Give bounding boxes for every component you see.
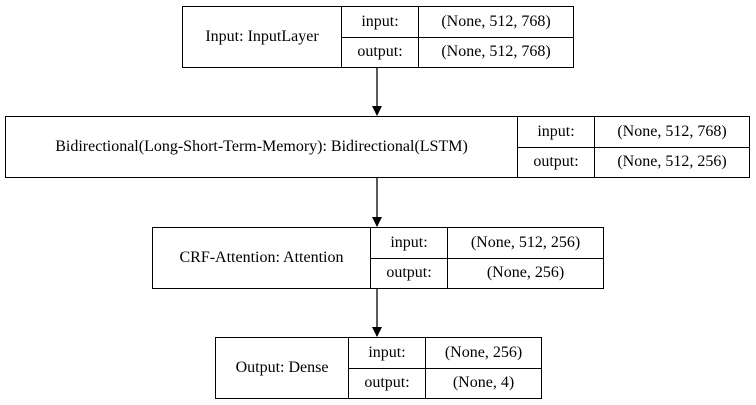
output-label: output: (518, 147, 595, 177)
output-label: output: (342, 37, 419, 67)
input-label: input: (518, 117, 595, 147)
layer-node-attention: CRF-Attention: Attention input: (None, 5… (152, 227, 604, 289)
layer-node-bilstm: Bidirectional(Long-Short-Term-Memory): B… (5, 116, 750, 178)
output-row: output: (None, 4) (349, 367, 541, 398)
layer-name: Input: InputLayer (183, 7, 342, 67)
output-row: output: (None, 256) (371, 257, 603, 288)
output-shape: (None, 512, 768) (441, 43, 551, 61)
output-shape: (None, 512, 256) (617, 153, 727, 171)
input-shape: (None, 512, 768) (617, 122, 727, 140)
input-shape: (None, 512, 256) (470, 233, 581, 251)
layer-node-output: Output: Dense input: (None, 256) output:… (215, 337, 542, 399)
output-shape: (None, 256) (486, 264, 565, 282)
io-block: input: (None, 512, 768) output: (None, 5… (518, 117, 749, 177)
input-label: input: (371, 228, 448, 258)
input-label: input: (349, 338, 426, 368)
input-shape: (None, 512, 768) (441, 12, 551, 30)
layer-name: Output: Dense (216, 338, 349, 398)
output-label: output: (349, 368, 426, 398)
input-row: input: (None, 512, 768) (518, 117, 749, 147)
output-row: output: (None, 512, 768) (342, 36, 573, 67)
input-row: input: (None, 256) (349, 338, 541, 368)
output-row: output: (None, 512, 256) (518, 146, 749, 177)
output-label: output: (371, 258, 448, 288)
input-row: input: (None, 512, 768) (342, 7, 573, 37)
io-block: input: (None, 512, 256) output: (None, 2… (371, 228, 603, 288)
layer-node-input: Input: InputLayer input: (None, 512, 768… (182, 6, 574, 68)
io-block: input: (None, 256) output: (None, 4) (349, 338, 541, 398)
input-row: input: (None, 512, 256) (371, 228, 603, 258)
io-block: input: (None, 512, 768) output: (None, 5… (342, 7, 573, 67)
layer-name: Bidirectional(Long-Short-Term-Memory): B… (6, 117, 518, 177)
layer-name: CRF-Attention: Attention (153, 228, 371, 288)
input-shape: (None, 256) (444, 343, 523, 361)
input-label: input: (342, 7, 419, 37)
output-shape: (None, 4) (452, 374, 515, 392)
